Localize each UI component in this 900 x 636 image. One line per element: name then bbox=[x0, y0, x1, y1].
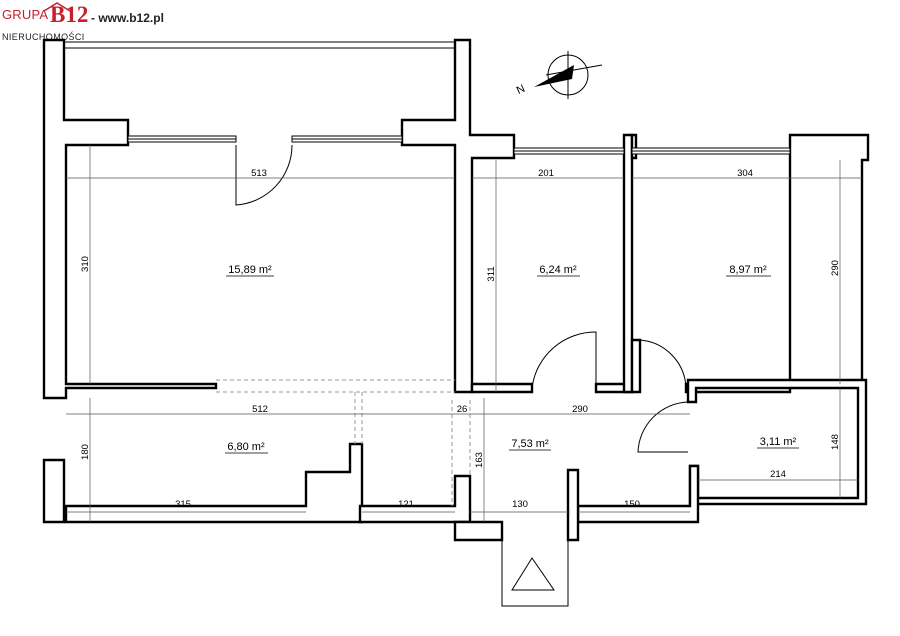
door-entry bbox=[501, 540, 569, 607]
room-area-right: 8,97 m² bbox=[729, 264, 767, 276]
dim-label-290-h: 290 bbox=[572, 404, 588, 415]
door-middle-swing bbox=[531, 331, 597, 389]
room-labels: 15,89 m² 6,24 m² 8,97 m² 6,80 m² 7,53 m²… bbox=[225, 264, 799, 454]
wall-entry-right bbox=[566, 468, 580, 542]
website-link[interactable]: - www.b12.pl bbox=[91, 11, 164, 25]
wall-left-lower bbox=[42, 458, 66, 524]
compass-needle-icon bbox=[534, 65, 574, 87]
dim-label-513: 513 bbox=[251, 168, 267, 179]
dim-label-130: 130 bbox=[512, 499, 528, 510]
dim-label-315: 315 bbox=[175, 499, 191, 510]
dimension-labels: 513 310 201 311 304 290 512 26 290 180 1… bbox=[80, 168, 841, 510]
logo-brand-mark: B12 bbox=[50, 2, 89, 27]
wall-entry-left bbox=[453, 520, 504, 542]
north-label: N bbox=[515, 83, 527, 97]
room-area-hall-left: 6,80 m² bbox=[227, 441, 265, 453]
door-balcony-swing bbox=[235, 144, 293, 206]
dim-label-290-v: 290 bbox=[830, 260, 841, 276]
wall-right-room-left bbox=[630, 338, 642, 394]
dim-label-150: 150 bbox=[624, 499, 640, 510]
dim-label-121: 121 bbox=[398, 499, 414, 510]
wall-bottom-middle bbox=[358, 474, 472, 524]
room-area-hall-center: 7,53 m² bbox=[511, 438, 549, 450]
dim-label-163: 163 bbox=[474, 452, 485, 468]
dim-label-180: 180 bbox=[80, 444, 91, 460]
dim-label-148: 148 bbox=[830, 434, 841, 450]
balcony bbox=[63, 41, 456, 120]
dim-label-512: 512 bbox=[252, 404, 268, 415]
doors bbox=[235, 144, 689, 607]
dashed-openings bbox=[216, 379, 471, 506]
windows bbox=[127, 135, 791, 155]
dim-label-310: 310 bbox=[80, 256, 91, 272]
wall-left-upper bbox=[42, 38, 218, 400]
dim-label-214: 214 bbox=[770, 469, 786, 480]
wall-balcony-right bbox=[400, 38, 516, 394]
dim-label-304: 304 bbox=[737, 168, 753, 179]
company-logo: GRUPA B12 NIERUCHOMOŚCI - www.b12.pl bbox=[2, 2, 202, 44]
walls bbox=[42, 38, 870, 542]
roof-icon bbox=[43, 2, 71, 12]
wall-bottom-right bbox=[576, 464, 700, 524]
logo-brand-left: GRUPA bbox=[2, 7, 49, 22]
room-area-bath: 3,11 m² bbox=[760, 436, 797, 448]
room-area-main: 15,89 m² bbox=[228, 264, 272, 276]
logo-brand-sub: NIERUCHOMOŚCI bbox=[2, 32, 85, 42]
dim-label-26: 26 bbox=[457, 404, 468, 415]
door-right-swing bbox=[639, 339, 687, 389]
dim-label-201: 201 bbox=[538, 168, 554, 179]
wall-bottom-left bbox=[64, 442, 364, 524]
door-bath-swing bbox=[637, 401, 689, 453]
compass bbox=[534, 51, 603, 99]
dim-label-311: 311 bbox=[486, 266, 497, 281]
dimension-lines bbox=[66, 145, 862, 522]
room-area-middle: 6,24 m² bbox=[539, 264, 577, 276]
wall-right-top bbox=[630, 133, 638, 160]
entry-arrow-icon bbox=[511, 557, 555, 591]
wall-middle-bottom-left bbox=[470, 382, 534, 394]
